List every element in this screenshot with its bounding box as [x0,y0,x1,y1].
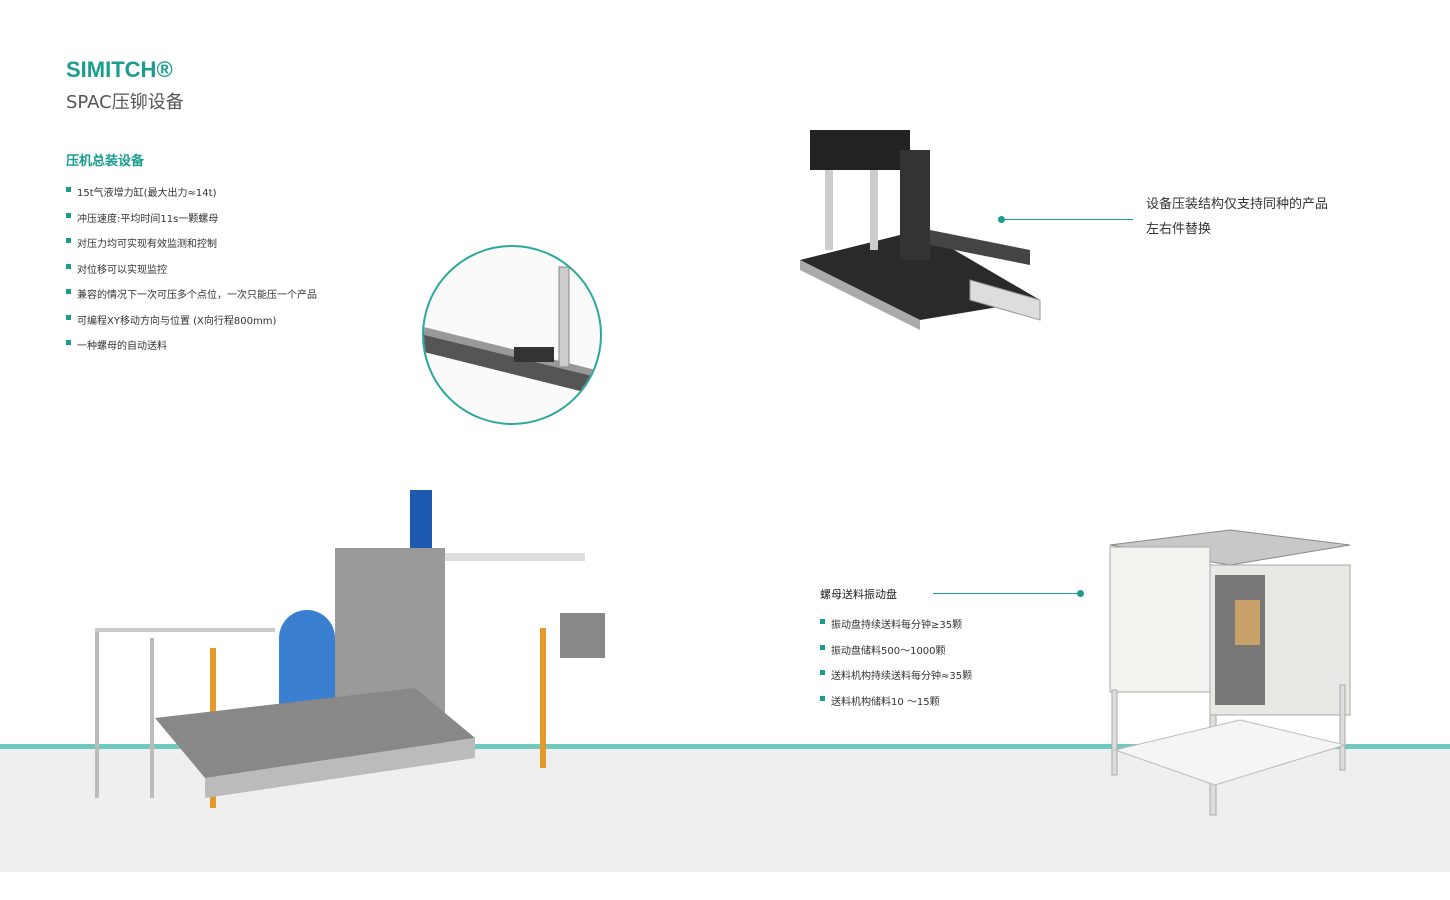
note-text: 设备压装结构仅支持同种的产品 左右件替换 [1146,192,1328,242]
press-machine-illustration [95,490,605,808]
feeder-feature-list: 振动盘持续送料每分钟≥35颗 振动盘储料500～1000颗 送料机构持续送料每分… [820,616,972,718]
list-item: 一种螺母的自动送料 [66,337,317,363]
note-line: 设备压装结构仅支持同种的产品 [1146,197,1329,212]
callout-line [1003,219,1133,220]
list-item: 可编程XY移动方向与位置 (X向行程800mm) [66,312,317,338]
list-item: 振动盘储料500～1000颗 [820,642,972,668]
detail-zoom-image [422,245,602,425]
callout-dot [998,216,1005,223]
feeder-cabinet-illustration [1109,529,1351,816]
list-item: 15t气液增力缸(最大出力≈14t) [66,184,317,210]
press-feature-list: 15t气液增力缸(最大出力≈14t) 冲压速度:平均时间11s一颗螺母 对压力均… [66,184,317,363]
callout-line [933,593,1078,594]
section-title-feeder: 螺母送料振动盘 [820,588,897,601]
callout-dot [1077,590,1084,597]
list-item: 对压力均可实现有效监测和控制 [66,235,317,261]
list-item: 对位移可以实现监控 [66,261,317,287]
list-item: 兼容的情况下一次可压多个点位，一次只能压一个产品 [66,286,317,312]
page-title: SPAC压铆设备 [66,92,184,113]
section-title-press: 压机总装设备 [66,154,145,169]
brand-logo: SIMITCH® [66,57,173,82]
rail-detail-illustration [424,266,600,396]
list-item: 送料机构持续送料每分钟≈35颗 [820,667,972,693]
note-line: 左右件替换 [1146,222,1212,237]
list-item: 冲压速度:平均时间11s一颗螺母 [66,210,317,236]
list-item: 振动盘持续送料每分钟≥35颗 [820,616,972,642]
press-head-illustration [800,130,1041,330]
list-item: 送料机构储料10 ～15颗 [820,693,972,719]
